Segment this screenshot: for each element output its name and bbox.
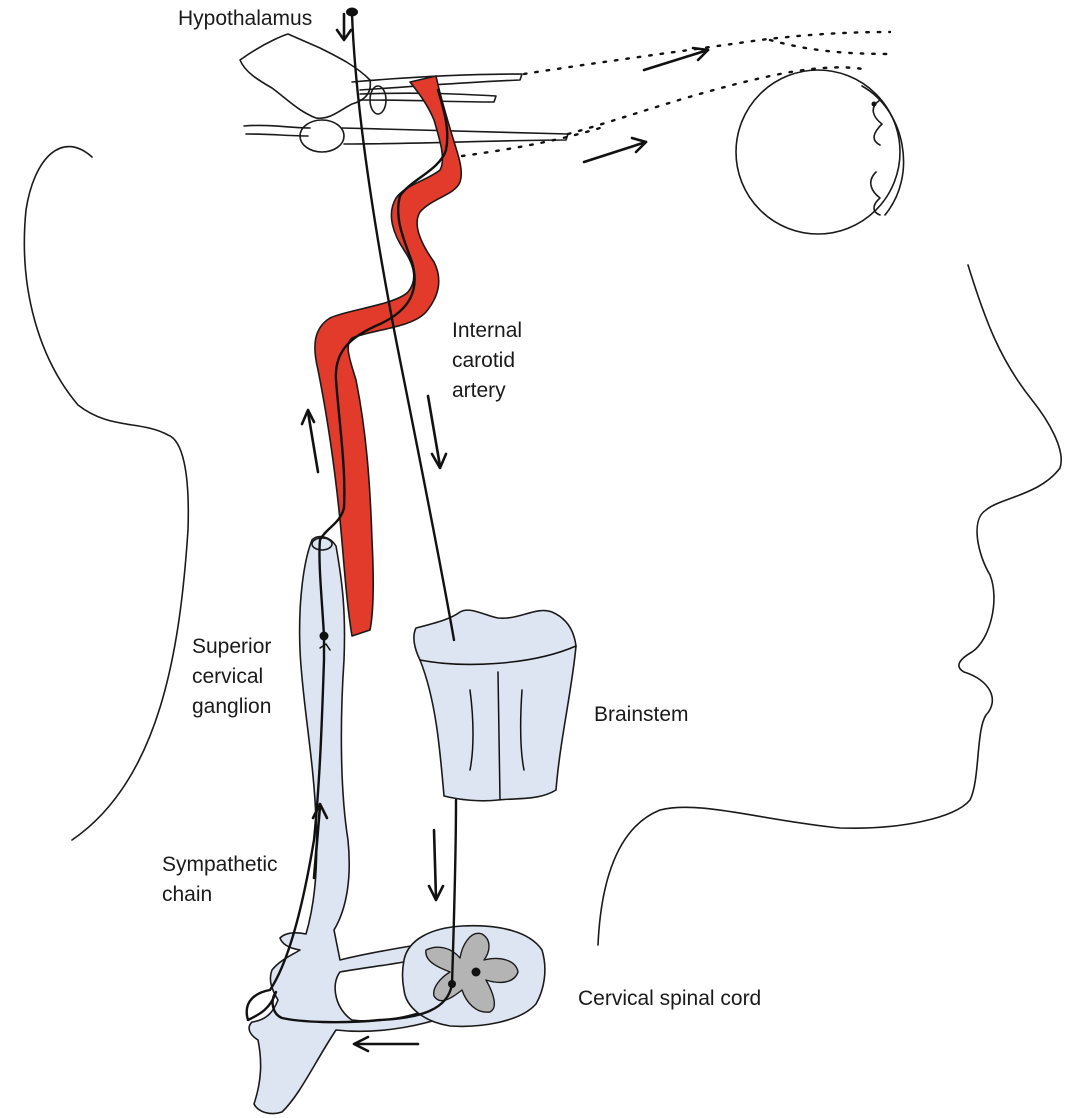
superior-cervical-ganglion-label: Superior cervical ganglion	[192, 632, 271, 722]
arrow-upper-right-to-eye	[644, 48, 708, 70]
cervical-spinal-cord-label: Cervical spinal cord	[578, 984, 761, 1014]
internal-carotid-artery-label: Internal carotid artery	[452, 316, 522, 406]
internal-carotid-artery-label-line-1: Internal	[452, 316, 522, 346]
superior-cervical-ganglion-label-line-2: cervical	[192, 662, 271, 692]
superior-cervical-ganglion-label-line-3: ganglion	[192, 692, 271, 722]
arrow-down-toward-brainstem	[428, 396, 446, 468]
arrow-up-along-artery	[302, 410, 318, 472]
arrow-down-to-spinal-cord	[429, 830, 443, 900]
orbital-nerve-bundles	[240, 34, 568, 152]
back-of-head-outline	[24, 147, 188, 840]
dotted-pathway-upper-branch	[770, 40, 890, 54]
sympathetic-chain-label-line-1: Sympathetic	[162, 850, 278, 880]
arrow-lower-right-to-eye	[584, 138, 646, 162]
superior-cervical-ganglion-label-line-1: Superior	[192, 632, 271, 662]
eyeball	[736, 70, 904, 234]
spinal-cord-neuron-soma	[472, 968, 481, 977]
brainstem-label: Brainstem	[594, 700, 689, 730]
face-profile-outline	[598, 265, 1061, 945]
sympathetic-chain-label-line-2: chain	[162, 880, 278, 910]
dotted-pathway-lower	[568, 67, 868, 134]
hypothalamus-label: Hypothalamus	[178, 4, 312, 34]
arrow-hypothalamus-down	[337, 14, 351, 40]
brainstem	[414, 610, 576, 801]
arrow-left-to-chain	[354, 1037, 418, 1051]
internal-carotid-artery-label-line-2: carotid	[452, 346, 522, 376]
sympathetic-chain-label: Sympathetic chain	[162, 850, 278, 910]
internal-carotid-artery-label-line-3: artery	[452, 376, 522, 406]
